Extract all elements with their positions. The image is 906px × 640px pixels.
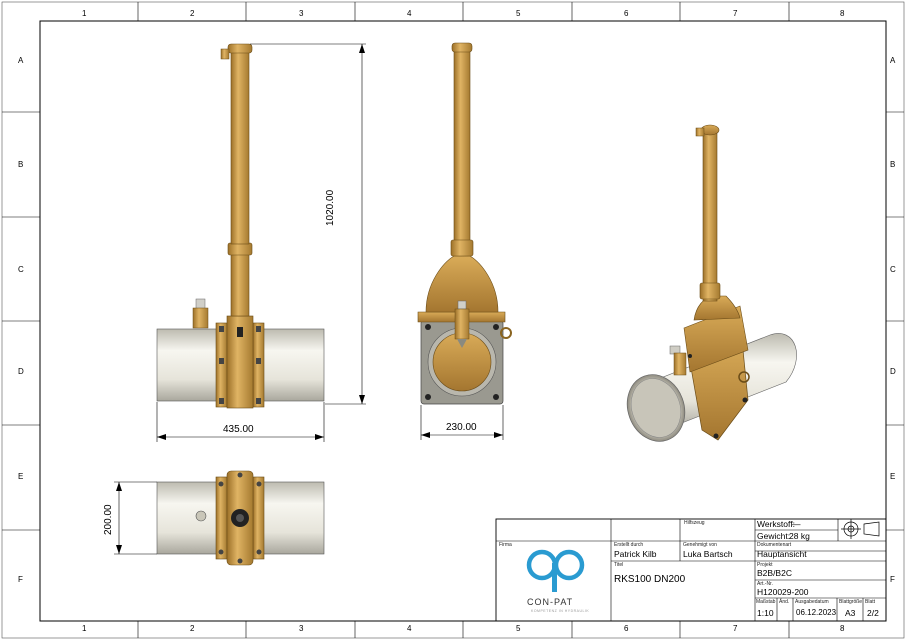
tb-erstellt-value: Patrick Kilb bbox=[614, 549, 657, 559]
zone-col-3-bottom: 3 bbox=[299, 624, 304, 633]
logo-tagline: KOMPETENZ IN HYDRAULIK bbox=[531, 609, 590, 613]
tb-blatt-groesse-label: Blattgröße bbox=[839, 599, 863, 605]
zone-row-f-left: F bbox=[18, 575, 23, 584]
zone-row-e-right: E bbox=[890, 472, 896, 481]
tb-ausgabe-label: Ausgabedatum bbox=[795, 599, 829, 605]
tb-titel-label: Titel bbox=[614, 562, 624, 568]
con-pat-logo-icon bbox=[526, 549, 585, 592]
tb-artnr-label: Art.-Nr. bbox=[757, 581, 773, 587]
tb-projekt-value: B2B/B2C bbox=[757, 568, 792, 578]
tb-werkstoff-value: — bbox=[792, 519, 801, 529]
zone-row-b-left: B bbox=[18, 160, 24, 169]
tb-blatt-groesse-value: A3 bbox=[845, 608, 856, 618]
zone-col-3-top: 3 bbox=[299, 9, 304, 18]
tb-blatt-value: 2/2 bbox=[867, 608, 879, 618]
front-view bbox=[156, 43, 366, 442]
tb-genehmigt-label: Genehmigt von bbox=[683, 542, 717, 548]
tb-blatt-label: Blatt bbox=[865, 599, 876, 605]
tb-projekt-label: Projekt bbox=[757, 562, 773, 568]
zone-row-f-right: F bbox=[890, 575, 895, 584]
zone-col-7-bottom: 7 bbox=[733, 624, 738, 633]
tb-titel-value: RKS100 DN200 bbox=[614, 574, 686, 585]
zone-row-c-right: C bbox=[890, 265, 896, 274]
tb-erstellt-label: Erstellt durch bbox=[614, 542, 644, 548]
tb-gewicht-label: Gewicht: bbox=[757, 531, 791, 541]
zone-col-5-bottom: 5 bbox=[516, 624, 521, 633]
zone-col-4-top: 4 bbox=[407, 9, 412, 18]
zone-row-b-right: B bbox=[890, 160, 896, 169]
zone-col-4-bottom: 4 bbox=[407, 624, 412, 633]
zone-col-5-top: 5 bbox=[516, 9, 521, 18]
zone-col-2-bottom: 2 bbox=[190, 624, 195, 633]
side-view bbox=[417, 42, 512, 440]
zone-row-d-left: D bbox=[18, 367, 24, 376]
zone-col-7-top: 7 bbox=[733, 9, 738, 18]
tb-aend-label: Änd. bbox=[779, 599, 790, 605]
tb-werkstoff-label: Werkstoff: bbox=[757, 519, 795, 529]
zone-row-e-left: E bbox=[18, 472, 24, 481]
projection-symbol-icon bbox=[841, 519, 880, 539]
tb-hilfszeug-label: Hilfszeug bbox=[684, 520, 705, 526]
zone-row-a-left: A bbox=[18, 56, 24, 65]
isometric-view bbox=[626, 124, 797, 442]
dimension-top-width-label: 200.00 bbox=[103, 504, 114, 535]
tb-dokumentenart-value: Hauptansicht bbox=[757, 549, 807, 559]
tb-firma-label: Firma bbox=[499, 542, 512, 548]
tb-ausgabe-value: 06.12.2023 bbox=[796, 608, 837, 617]
zone-col-1-top: 1 bbox=[82, 9, 87, 18]
tb-massstab-value: 1:10 bbox=[757, 608, 774, 618]
tb-genehmigt-value: Luka Bartsch bbox=[683, 549, 733, 559]
zone-row-a-right: A bbox=[890, 56, 896, 65]
top-view bbox=[114, 470, 325, 566]
zone-row-c-left: C bbox=[18, 265, 24, 274]
zone-col-8-bottom: 8 bbox=[840, 624, 845, 633]
tb-massstab-label: Maßstab bbox=[756, 599, 776, 605]
zone-col-6-top: 6 bbox=[624, 9, 629, 18]
zone-col-1-bottom: 1 bbox=[82, 624, 87, 633]
zone-col-8-top: 8 bbox=[840, 9, 845, 18]
zone-col-6-bottom: 6 bbox=[624, 624, 629, 633]
dimension-side-width-label: 230.00 bbox=[446, 422, 477, 433]
tb-artnr-value: H120029-200 bbox=[757, 587, 809, 597]
title-block-grid bbox=[495, 518, 887, 622]
tb-gewicht-value: 28 kg bbox=[789, 531, 810, 541]
dimension-height-label: 1020.00 bbox=[325, 189, 336, 226]
zone-col-2-top: 2 bbox=[190, 9, 195, 18]
tb-dokumentenart-label: Dokumentenart bbox=[757, 542, 792, 548]
dimension-front-width-label: 435.00 bbox=[223, 424, 254, 435]
logo-wordmark: CON-PAT bbox=[527, 597, 574, 607]
zone-row-d-right: D bbox=[890, 367, 896, 376]
